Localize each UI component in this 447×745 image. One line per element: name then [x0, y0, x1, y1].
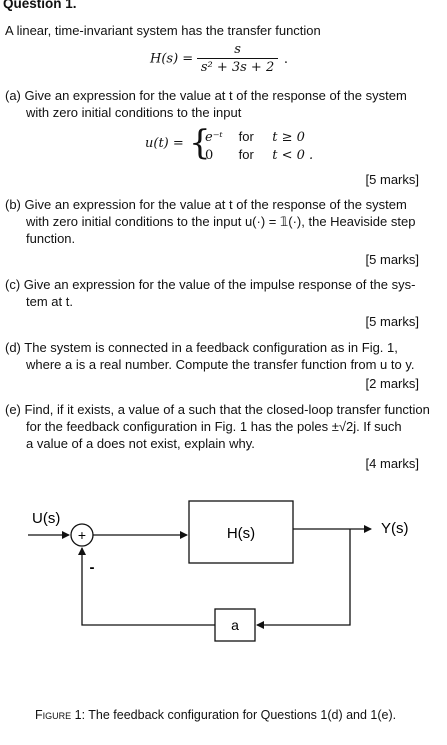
part-b: (b) Give an expression for the value at …	[5, 196, 415, 247]
tf-numerator: s	[234, 42, 241, 57]
piecewise-brace: {	[189, 123, 211, 163]
output-label: Y(s)	[381, 520, 409, 537]
part-e: (e) Find, if it exists, a value of a suc…	[5, 401, 430, 452]
case2-word: for	[238, 147, 254, 162]
figure-caption-text: The feedback configuration for Questions…	[88, 708, 397, 722]
case1-condition: t ≥ 0	[272, 130, 305, 145]
question-title: Question 1.	[3, 0, 77, 11]
part-b-line1: Give an expression for the value at t of…	[24, 197, 407, 212]
part-d-line1: The system is connected in a feedback co…	[24, 340, 398, 355]
input-label: U(s)	[32, 510, 60, 527]
part-e-line2: for the feedback configuration in Fig. 1…	[26, 419, 402, 434]
part-e-marks: [4 marks]	[365, 456, 419, 471]
figure-number: Figure 1:	[35, 708, 86, 722]
piecewise-cases: e⁻ᵗ for t ≥ 0 0 for t < 0 .	[205, 128, 365, 164]
case1-word: for	[238, 129, 254, 144]
part-c-line2: tem at t.	[26, 294, 73, 309]
sum-plus-sign: +	[78, 527, 86, 543]
part-c-marks: [5 marks]	[365, 314, 419, 329]
part-d-line2: where a is a real number. Compute the tr…	[26, 357, 415, 372]
part-a-line1: Give an expression for the value at t of…	[24, 88, 407, 103]
part-a: (a) Give an expression for the value at …	[5, 87, 407, 121]
part-e-line1: Find, if it exists, a value of a such th…	[24, 402, 430, 417]
part-c: (c) Give an expression for the value of …	[5, 276, 415, 310]
part-d-marks: [2 marks]	[365, 376, 419, 391]
piecewise-row-2: 0 for t < 0 .	[205, 146, 365, 164]
piecewise-lhs: u(t) =	[145, 136, 184, 151]
case1-value: e⁻ᵗ	[205, 130, 223, 145]
part-e-label: (e)	[5, 402, 21, 417]
part-b-line3: function.	[26, 231, 76, 246]
plant-block	[188, 500, 294, 564]
part-a-line2: with zero initial conditions to the inpu…	[26, 105, 242, 120]
plant-label: H(s)	[227, 525, 255, 542]
transfer-function-equation: H(s) = s s² + 3s + 2 .	[150, 42, 288, 76]
part-c-label: (c)	[5, 277, 21, 292]
feedback-arrow-out	[78, 547, 215, 626]
tf-lhs: H(s) =	[150, 51, 194, 67]
tf-denominator: s² + 3s + 2	[196, 58, 279, 76]
feedback-arrow-in	[256, 529, 351, 629]
figure-caption: Figure 1: The feedback configuration for…	[35, 708, 396, 722]
part-e-line3: a value of a does not exist, explain why…	[26, 436, 255, 451]
tf-end: .	[283, 51, 288, 67]
case2-value: 0	[205, 148, 214, 163]
case2-condition: t < 0 .	[272, 148, 314, 163]
sum-minus-sign: -	[90, 559, 95, 576]
tf-fraction: s s² + 3s + 2	[196, 42, 279, 76]
part-d: (d) The system is connected in a feedbac…	[5, 339, 415, 373]
part-c-line1: Give an expression for the value of the …	[23, 277, 416, 292]
part-b-label: (b)	[5, 197, 21, 212]
part-a-label: (a)	[5, 88, 21, 103]
part-b-line2: with zero initial conditions to the inpu…	[26, 214, 416, 229]
feedback-block-diagram: U(s) + - H(s) Y(s) a	[28, 500, 409, 642]
part-b-marks: [5 marks]	[365, 252, 419, 267]
part-a-marks: [5 marks]	[365, 172, 419, 187]
feedback-gain-label: a	[231, 617, 239, 633]
part-d-label: (d)	[5, 340, 21, 355]
question-intro: A linear, time-invariant system has the …	[5, 23, 321, 38]
piecewise-row-1: e⁻ᵗ for t ≥ 0	[205, 128, 365, 146]
